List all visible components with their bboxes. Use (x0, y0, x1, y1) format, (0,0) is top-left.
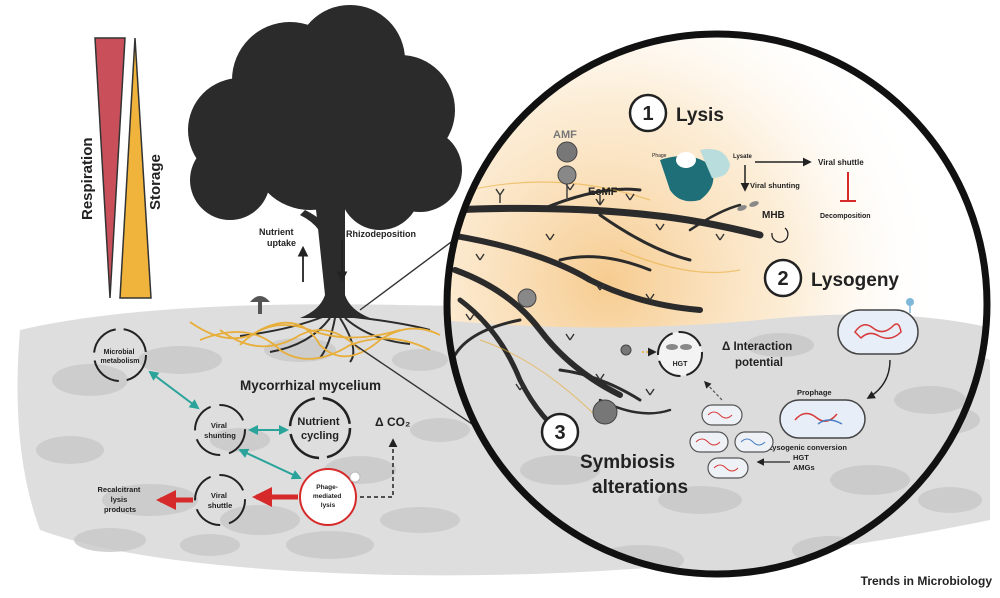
svg-text:Viral shuttle: Viral shuttle (208, 491, 233, 510)
nutrient-uptake-label: Nutrient uptake (259, 227, 296, 248)
svg-text:2: 2 (777, 268, 788, 290)
co2-dashed-arrow (360, 438, 398, 498)
red-flow-arrows (156, 487, 298, 510)
prophage-label: Prophage (797, 388, 832, 397)
hgt-dashed-arrow (704, 380, 723, 401)
inhibition-symbol (840, 172, 856, 202)
recalcitrant-label: Recalcitrant lysis products (97, 485, 142, 514)
lysogeny-title: 2 Lysogeny (763, 258, 899, 298)
viral-shuttle-node: Viral shuttle (194, 474, 246, 526)
viral-shunting-zoom-label: Viral shunting (750, 181, 800, 190)
lysogeny-arrow (866, 359, 891, 399)
storage-label: Storage (147, 154, 164, 210)
hgt-amgs-label: HGT AMGs (793, 453, 815, 472)
teal-flow-arrows (148, 370, 302, 480)
lysis-title: 1 Lysis (628, 93, 724, 133)
prophage-bacterium (779, 399, 866, 439)
viral-shunting-node: Viral shunting (194, 404, 246, 456)
bacteria-dna (695, 411, 766, 472)
amf-label: AMF (553, 129, 577, 141)
svg-text:HGT: HGT (673, 361, 689, 368)
mycorrhizal-network (189, 321, 441, 360)
mhb-label: MHB (762, 210, 785, 221)
symbiosis-title: 3 Symbiosis alterations (540, 412, 688, 498)
mushroom-icon (250, 296, 270, 314)
respiration-gradient (94, 37, 126, 299)
bacterium-with-phage (837, 298, 919, 355)
mhb-loop-arrow (771, 227, 789, 243)
svg-text:Lysogeny: Lysogeny (811, 270, 899, 291)
decomposition-label: Decomposition (820, 213, 871, 220)
nutrient-cycling-node: Nutrient cycling (288, 396, 352, 460)
interaction-potential-label: Δ Interaction potential (722, 341, 795, 369)
tree (188, 5, 462, 318)
zoom-circle: Phage Lysate Viral shuttle Viral shuntin… (443, 30, 991, 578)
microbial-metabolism-node: Microbial metabolism (93, 328, 147, 382)
svg-text:Lysis: Lysis (676, 105, 724, 126)
svg-text:Microbial metabolism: Microbial metabolism (101, 349, 140, 365)
storage-gradient (119, 37, 152, 299)
lysogenic-conversion-label: Lysogenic conversion (768, 443, 847, 452)
mycorrhizal-mycelium-label: Mycorrhizal mycelium (240, 378, 381, 393)
lysate-label: Lysate (733, 154, 752, 160)
svg-text:Viral shunting: Viral shunting (204, 421, 236, 440)
viral-shuttle-zoom-label: Viral shuttle (818, 158, 864, 167)
respiration-label: Respiration (79, 137, 96, 220)
svg-text:Symbiosis alterations: Symbiosis alterations (580, 452, 688, 498)
fungal-spores (517, 141, 632, 425)
svg-text:Nutrient cycling: Nutrient cycling (297, 416, 342, 442)
bacteria-cluster (689, 404, 774, 479)
svg-text:Phage- mediated ly: Phage- mediated lysis (313, 484, 343, 509)
rhizodeposition-label: Rhizodeposition (346, 229, 416, 239)
phage-label: Phage (652, 153, 667, 159)
phage-lysis-node: Phage- mediated lysis (299, 468, 361, 526)
delta-co2-label: Δ CO₂ (375, 415, 410, 429)
mhb-bacteria (737, 201, 759, 211)
journal-credit: Trends in Microbiology (861, 574, 993, 588)
phage-icon (660, 149, 730, 202)
ecmf-label: EcMF (588, 186, 618, 198)
svg-text:1: 1 (642, 103, 653, 125)
hgt-node: HGT (657, 331, 703, 377)
svg-text:3: 3 (554, 422, 565, 444)
